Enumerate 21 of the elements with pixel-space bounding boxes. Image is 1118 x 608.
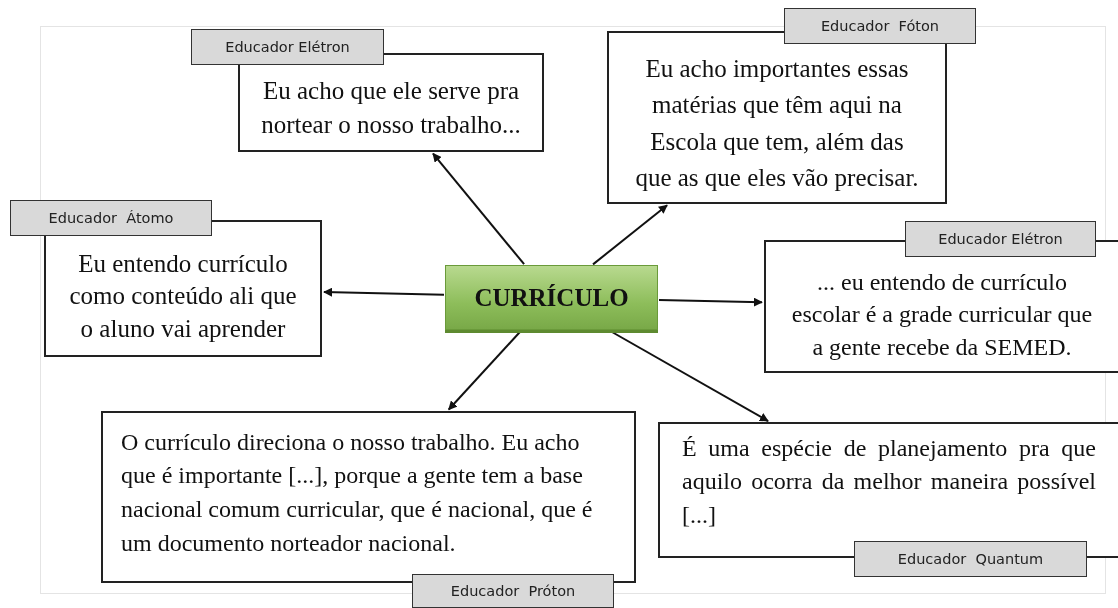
arrow: [658, 297, 763, 307]
title-text: CURRÍCULO: [474, 283, 629, 312]
speaker-tag: Educador Fóton: [784, 8, 976, 44]
speaker-tag: Educador Próton: [412, 574, 614, 608]
quote-text: Eu acho importantes essas matérias que têm aqui na Escola que tem, além das que as que eles vão precisar.: [635, 54, 919, 193]
arrow: [323, 287, 445, 297]
arrow: [592, 204, 669, 266]
quote-box: [101, 411, 636, 583]
speaker-tag: Educador Elétron: [191, 29, 384, 65]
speaker-tag: Educador Elétron: [905, 221, 1096, 257]
quote-text: O currículo direciona o nosso trabalho. Eu acho que é importante [...], porque a gente tem a base nacional comum curricular, que é nacional, que é um documento norteador nacional.: [121, 427, 594, 558]
speaker-tag: Educador Átomo: [10, 200, 212, 236]
quote-text: É uma espécie de planejamento pra que aquilo ocorra da melhor maneira possível [...]: [682, 433, 1096, 530]
speaker-tag: Educador Quantum: [854, 541, 1087, 577]
quote-text: ... eu entendo de currículo escolar é a grade curricular que a gente recebe da SEMED.: [790, 267, 1094, 362]
quote-text: Eu entendo currículo como conteúdo ali que o aluno vai aprender: [68, 248, 298, 344]
title-box: [445, 265, 658, 330]
quote-box: [238, 53, 544, 152]
quote-box: [607, 31, 947, 204]
quote-text: Eu acho que ele serve pra nortear o nosso trabalho...: [260, 75, 522, 140]
arrow: [432, 152, 526, 266]
